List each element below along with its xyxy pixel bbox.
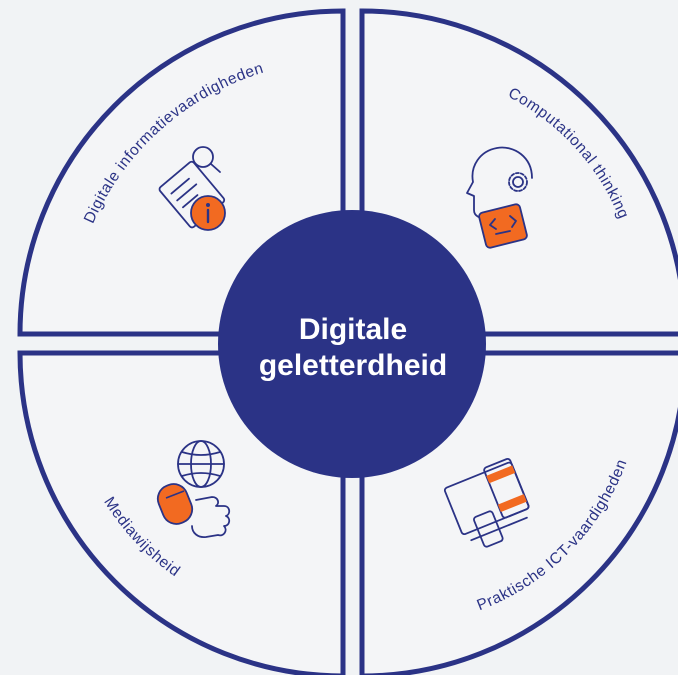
globe-hand-mouse-icon [156, 440, 231, 539]
center-title-line2: geletterdheid [259, 349, 447, 382]
center-title-line1: Digitale [299, 313, 407, 346]
devices-icon [443, 457, 530, 548]
head-code-icon [466, 146, 533, 249]
information-search-icon [158, 146, 226, 231]
center-circle [218, 210, 486, 478]
